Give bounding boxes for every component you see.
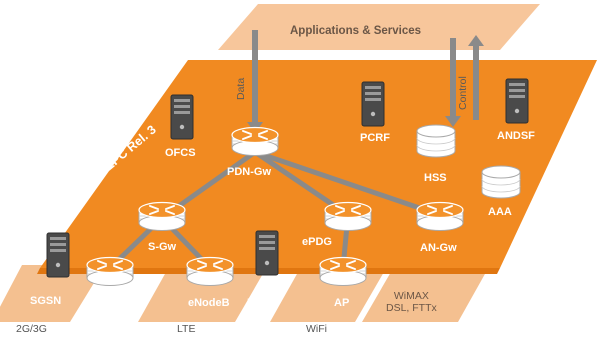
pdn-gw-label: PDN-Gw: [227, 166, 271, 178]
pdn-gw-router-icon: [231, 126, 279, 157]
epdg-label: ePDG: [302, 236, 332, 248]
pcrf-label: PCRF: [360, 132, 390, 144]
ap-label: AP: [334, 297, 350, 309]
control-flow-label: Control: [457, 76, 469, 110]
andsf-label: ANDSF: [497, 130, 535, 142]
enodeb-router-icon: [186, 256, 234, 287]
mme-server-icon: [255, 230, 279, 276]
access-band-wimax: [362, 265, 490, 322]
control-up-arrow: [473, 44, 479, 120]
sgsn-label: SGSN: [30, 295, 62, 307]
nodeb-label: NodeB: [85, 297, 121, 309]
control-up-head: [468, 35, 484, 46]
andsf-server-icon: [505, 78, 529, 124]
aaa-database-icon: [481, 165, 521, 199]
data-flow-arrow: [252, 30, 258, 124]
enodeb-label: eNodeB: [188, 297, 230, 309]
an-gw-label: AN-Gw: [420, 242, 457, 254]
ap-router-icon: [319, 256, 367, 287]
access-2g3g-label: 2G/3G: [16, 323, 47, 335]
hss-database-icon: [416, 124, 456, 158]
aaa-label: AAA: [488, 206, 512, 218]
applications-services-label: Applications & Services: [290, 25, 422, 37]
hss-label: HSS: [424, 172, 447, 184]
control-down-arrow: [450, 38, 456, 118]
epdg-router-icon: [324, 201, 372, 232]
pcrf-server-icon: [361, 81, 385, 127]
sgsn-server-icon: [46, 232, 70, 278]
link-pdngw-angw: [252, 149, 443, 218]
mme-label: MME: [247, 297, 273, 309]
s-gw-label: S-Gw: [148, 241, 177, 253]
data-flow-label: Data: [235, 77, 247, 100]
an-gw-router-icon: [416, 201, 464, 232]
access-wifi-label: WiFi: [306, 323, 327, 335]
control-down-head: [445, 116, 461, 127]
access-wimax-label: WiMAX DSL, FTTx: [386, 290, 437, 315]
ofcs-label: OFCS: [165, 147, 196, 159]
s-gw-router-icon: [138, 201, 186, 232]
applications-banner: [218, 4, 540, 50]
access-lte-label: LTE: [177, 323, 196, 335]
ofcs-server-icon: [170, 94, 194, 140]
nodeb-router-icon: [86, 256, 134, 287]
access-band-lte: [138, 265, 268, 322]
access-band-2g3g: [0, 265, 105, 322]
